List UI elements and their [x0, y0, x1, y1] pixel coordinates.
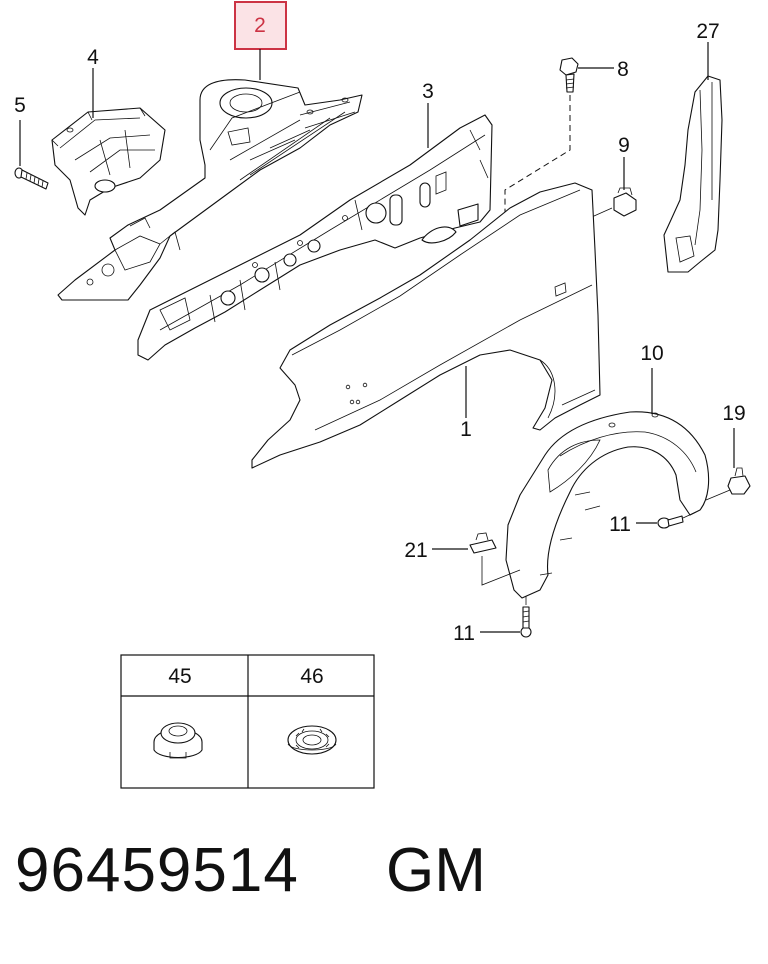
part-45-grommet — [153, 722, 203, 759]
part-5-bolt — [14, 167, 49, 190]
part-11-screw-lower — [520, 606, 532, 638]
part-21-clip — [469, 532, 497, 554]
callout-11-lower-label: 11 — [453, 622, 475, 645]
brand-name: GM — [386, 836, 486, 905]
part-2-strut-tower — [57, 79, 363, 301]
callout-19-label: 19 — [722, 402, 745, 425]
callout-2-highlight[interactable]: 2 — [234, 1, 287, 80]
part-11-screw-upper — [657, 515, 684, 529]
part-10-liner — [505, 411, 710, 599]
callout-11-upper-label: 11 — [609, 513, 631, 536]
part-number: 96459514 — [15, 836, 299, 905]
table-header-46: 46 — [300, 665, 323, 688]
part-19-clip — [727, 467, 751, 495]
parts-table: 45 46 — [120, 654, 375, 789]
callout-9-label: 9 — [618, 134, 630, 157]
part-4-bracket — [51, 107, 166, 216]
callout-8-label: 8 — [617, 58, 629, 81]
part-27-shield — [663, 75, 723, 273]
callout-1-label: 1 — [460, 418, 472, 441]
callout-2-label: 2 — [254, 14, 266, 37]
part-8-bolt — [559, 57, 579, 93]
callout-27-label: 27 — [696, 20, 719, 43]
table-header-45: 45 — [168, 665, 191, 688]
callout-21-label: 21 — [404, 539, 427, 562]
part-1-fender — [251, 182, 601, 469]
part-9-clip — [613, 187, 637, 217]
part-3-apron — [137, 114, 493, 361]
callout-3-label: 3 — [422, 80, 434, 103]
callout-4-label: 4 — [87, 46, 99, 69]
part-46-grommet — [287, 725, 337, 755]
callout-10-label: 10 — [640, 342, 663, 365]
callout-5-label: 5 — [14, 94, 26, 117]
